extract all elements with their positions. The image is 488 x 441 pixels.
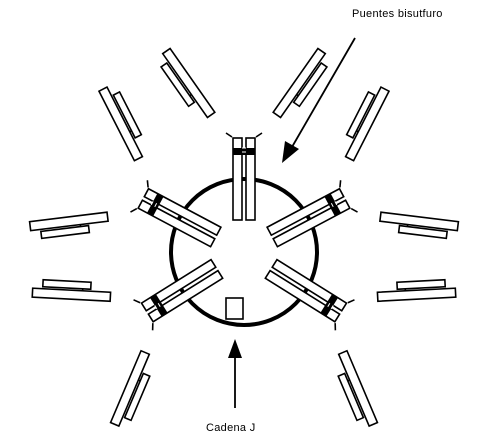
j-chain-label: Cadena J — [206, 422, 256, 434]
antibody-unit-top — [155, 48, 332, 220]
disulfide-bridges-label: Puentes bisutfuro — [352, 8, 443, 20]
central-ring — [171, 179, 317, 325]
j-chain-arrow — [228, 339, 242, 408]
j-chain-square — [226, 298, 243, 319]
